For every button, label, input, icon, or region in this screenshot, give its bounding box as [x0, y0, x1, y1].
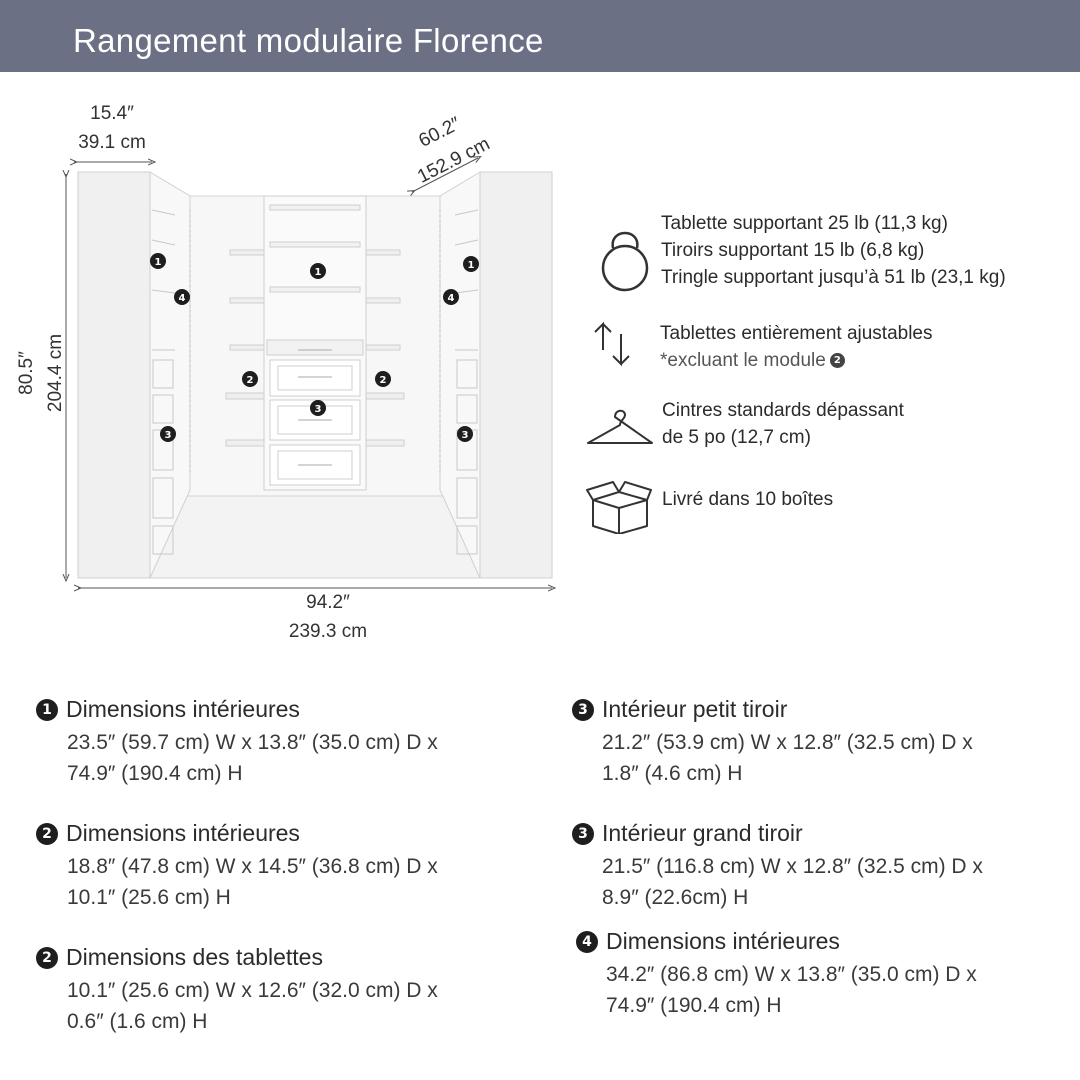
spec-title: Intérieur grand tiroir	[602, 820, 803, 846]
diagram-marker-4-right: 4	[443, 289, 459, 305]
feature-hanger-line-1: Cintres standards dépassant	[662, 400, 904, 421]
spec-item-4: 3 Intérieur petit tiroir 21.2″ (53.9 cm) …	[572, 696, 973, 789]
spec-item-2: 2 Dimensions intérieures 18.8″ (47.8 cm) …	[36, 820, 438, 913]
diagram-marker-1-left: 1	[150, 253, 166, 269]
spec-line: 21.2″ (53.9 cm) W x 12.8″ (32.5 cm) D x	[602, 731, 973, 754]
svg-text:3: 3	[315, 404, 322, 415]
feature-hanger: Cintres standards dépassant de 5 po (12,…	[585, 397, 1080, 457]
svg-text:1: 1	[315, 267, 322, 278]
spec-line: 1.8″ (4.6 cm) H	[602, 762, 743, 785]
depth-inches: 15.4″	[90, 103, 134, 124]
spec-badge: 2	[36, 946, 58, 969]
diagram-marker-3-right: 3	[457, 426, 473, 442]
spec-line: 23.5″ (59.7 cm) W x 13.8″ (35.0 cm) D x	[67, 731, 438, 754]
diagram-marker-1-right: 1	[463, 256, 479, 272]
svg-text:3: 3	[462, 430, 469, 441]
svg-text:4: 4	[179, 293, 186, 304]
diagram-marker-2-left: 2	[242, 371, 258, 387]
svg-text:1: 1	[155, 257, 162, 268]
diagram-marker-2-right: 2	[375, 371, 391, 387]
hanger-icon	[587, 409, 653, 444]
feature-adjustable-badge: 2	[829, 353, 845, 369]
header-banner: Rangement modulaire Florence	[0, 0, 1080, 72]
spec-title: Dimensions des tablettes	[66, 944, 323, 970]
spec-item-6: 4 Dimensions intérieures 34.2″ (86.8 cm) …	[576, 928, 977, 1021]
spec-badge: 3	[572, 698, 594, 721]
spec-item-5: 3 Intérieur grand tiroir 21.5″ (116.8 cm)…	[572, 820, 983, 913]
spec-badge: 4	[576, 930, 598, 953]
spec-title: Dimensions intérieures	[66, 696, 300, 722]
feature-hanger-line-2: de 5 po (12,7 cm)	[662, 427, 811, 448]
spec-line: 10.1″ (25.6 cm) H	[67, 886, 231, 909]
feature-weight: Tablette supportant 25 lb (11,3 kg) Tiro…	[585, 210, 1080, 300]
closet-diagram: 1 1 1 4 4 2 2 3 3 3	[0, 72, 580, 672]
page-title: Rangement modulaire Florence	[73, 22, 544, 59]
feature-boxes: Livré dans 10 boîtes	[585, 481, 1080, 536]
svg-text:4: 4	[448, 293, 455, 304]
feature-adjustable-line-2: *excluant le module	[660, 350, 826, 371]
spec-line: 8.9″ (22.6cm) H	[602, 886, 749, 909]
spec-line: 34.2″ (86.8 cm) W x 13.8″ (35.0 cm) D x	[606, 963, 977, 986]
width-inches: 94.2″	[306, 592, 350, 613]
feature-weight-line-2: Tiroirs supportant 15 lb (6,8 kg)	[661, 240, 925, 261]
spec-title: Dimensions intérieures	[66, 820, 300, 846]
spec-item-3: 2 Dimensions des tablettes 10.1″ (25.6 cm…	[36, 944, 438, 1037]
spec-line: 21.5″ (116.8 cm) W x 12.8″ (32.5 cm) D x	[602, 855, 983, 878]
diagram-marker-1-center: 1	[310, 263, 326, 279]
spec-title: Intérieur petit tiroir	[602, 696, 788, 722]
spec-line: 0.6″ (1.6 cm) H	[67, 1010, 208, 1033]
depth-cm: 39.1 cm	[78, 132, 146, 153]
svg-text:1: 1	[468, 260, 475, 271]
diagram-marker-4-left: 4	[174, 289, 190, 305]
spec-badge: 3	[572, 822, 594, 845]
spec-badge: 1	[36, 698, 58, 721]
feature-weight-line-1: Tablette supportant 25 lb (11,3 kg)	[661, 213, 948, 234]
adjust-arrows-icon	[594, 321, 630, 367]
spec-line: 18.8″ (47.8 cm) W x 14.5″ (36.8 cm) D x	[67, 855, 438, 878]
svg-text:2: 2	[380, 375, 387, 386]
spec-badge: 2	[36, 822, 58, 845]
feature-adjustable: Tablettes entièrement ajustables *exclua…	[585, 320, 1080, 380]
box-icon	[586, 481, 652, 534]
feature-boxes-line-1: Livré dans 10 boîtes	[662, 489, 834, 510]
kettlebell-icon	[601, 231, 649, 292]
spec-line: 10.1″ (25.6 cm) W x 12.6″ (32.0 cm) D x	[67, 979, 438, 1002]
spec-line: 74.9″ (190.4 cm) H	[606, 994, 782, 1017]
spec-title: Dimensions intérieures	[606, 928, 840, 954]
diagram-marker-3-left: 3	[160, 426, 176, 442]
svg-text:3: 3	[165, 430, 172, 441]
spec-item-1: 1 Dimensions intérieures 23.5″ (59.7 cm) …	[36, 696, 438, 789]
spec-line: 74.9″ (190.4 cm) H	[67, 762, 243, 785]
feature-weight-line-3: Tringle supportant jusqu’à 51 lb (23,1 k…	[661, 267, 1006, 288]
svg-text:2: 2	[247, 375, 254, 386]
width-cm: 239.3 cm	[288, 621, 368, 642]
feature-adjustable-line-1: Tablettes entièrement ajustables	[660, 323, 933, 344]
diagram-marker-3-center: 3	[310, 400, 326, 416]
